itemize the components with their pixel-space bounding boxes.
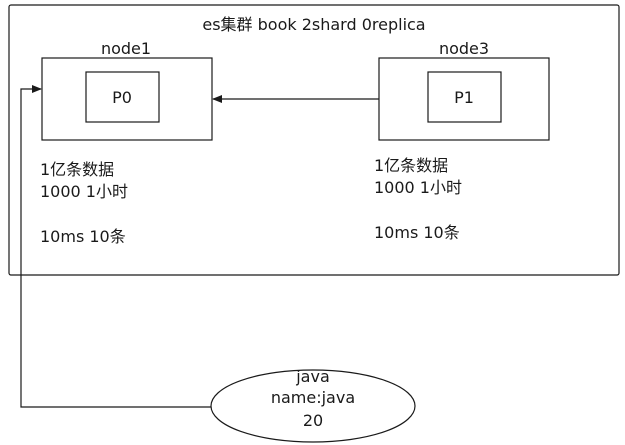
node1-label: node1 [101,39,151,58]
cluster-box [8,4,620,276]
shard-p1-box [427,71,502,123]
node3-stat-time: 1000 1小时 [374,178,462,197]
node3-stat-latency: 10ms 10条 [374,223,460,242]
shard-p1-label: P1 [454,88,474,107]
cluster-title: es集群 book 2shard 0replica [202,15,425,34]
node3-label: node3 [439,39,489,58]
client-to-node1-connector [20,85,213,408]
java-client-ellipse [210,369,416,443]
node3-stat-docs: 1亿条数据 [374,156,448,175]
shard-p0-box [85,71,160,123]
node1-stat-docs: 1亿条数据 [40,160,114,179]
node1-stat-latency: 10ms 10条 [40,227,126,246]
shard-p0-label: P0 [112,88,132,107]
client-query: name:java [271,388,355,407]
client-name: java [295,367,330,386]
client-size: 20 [303,411,323,430]
node1-stat-time: 1000 1小时 [40,182,128,201]
